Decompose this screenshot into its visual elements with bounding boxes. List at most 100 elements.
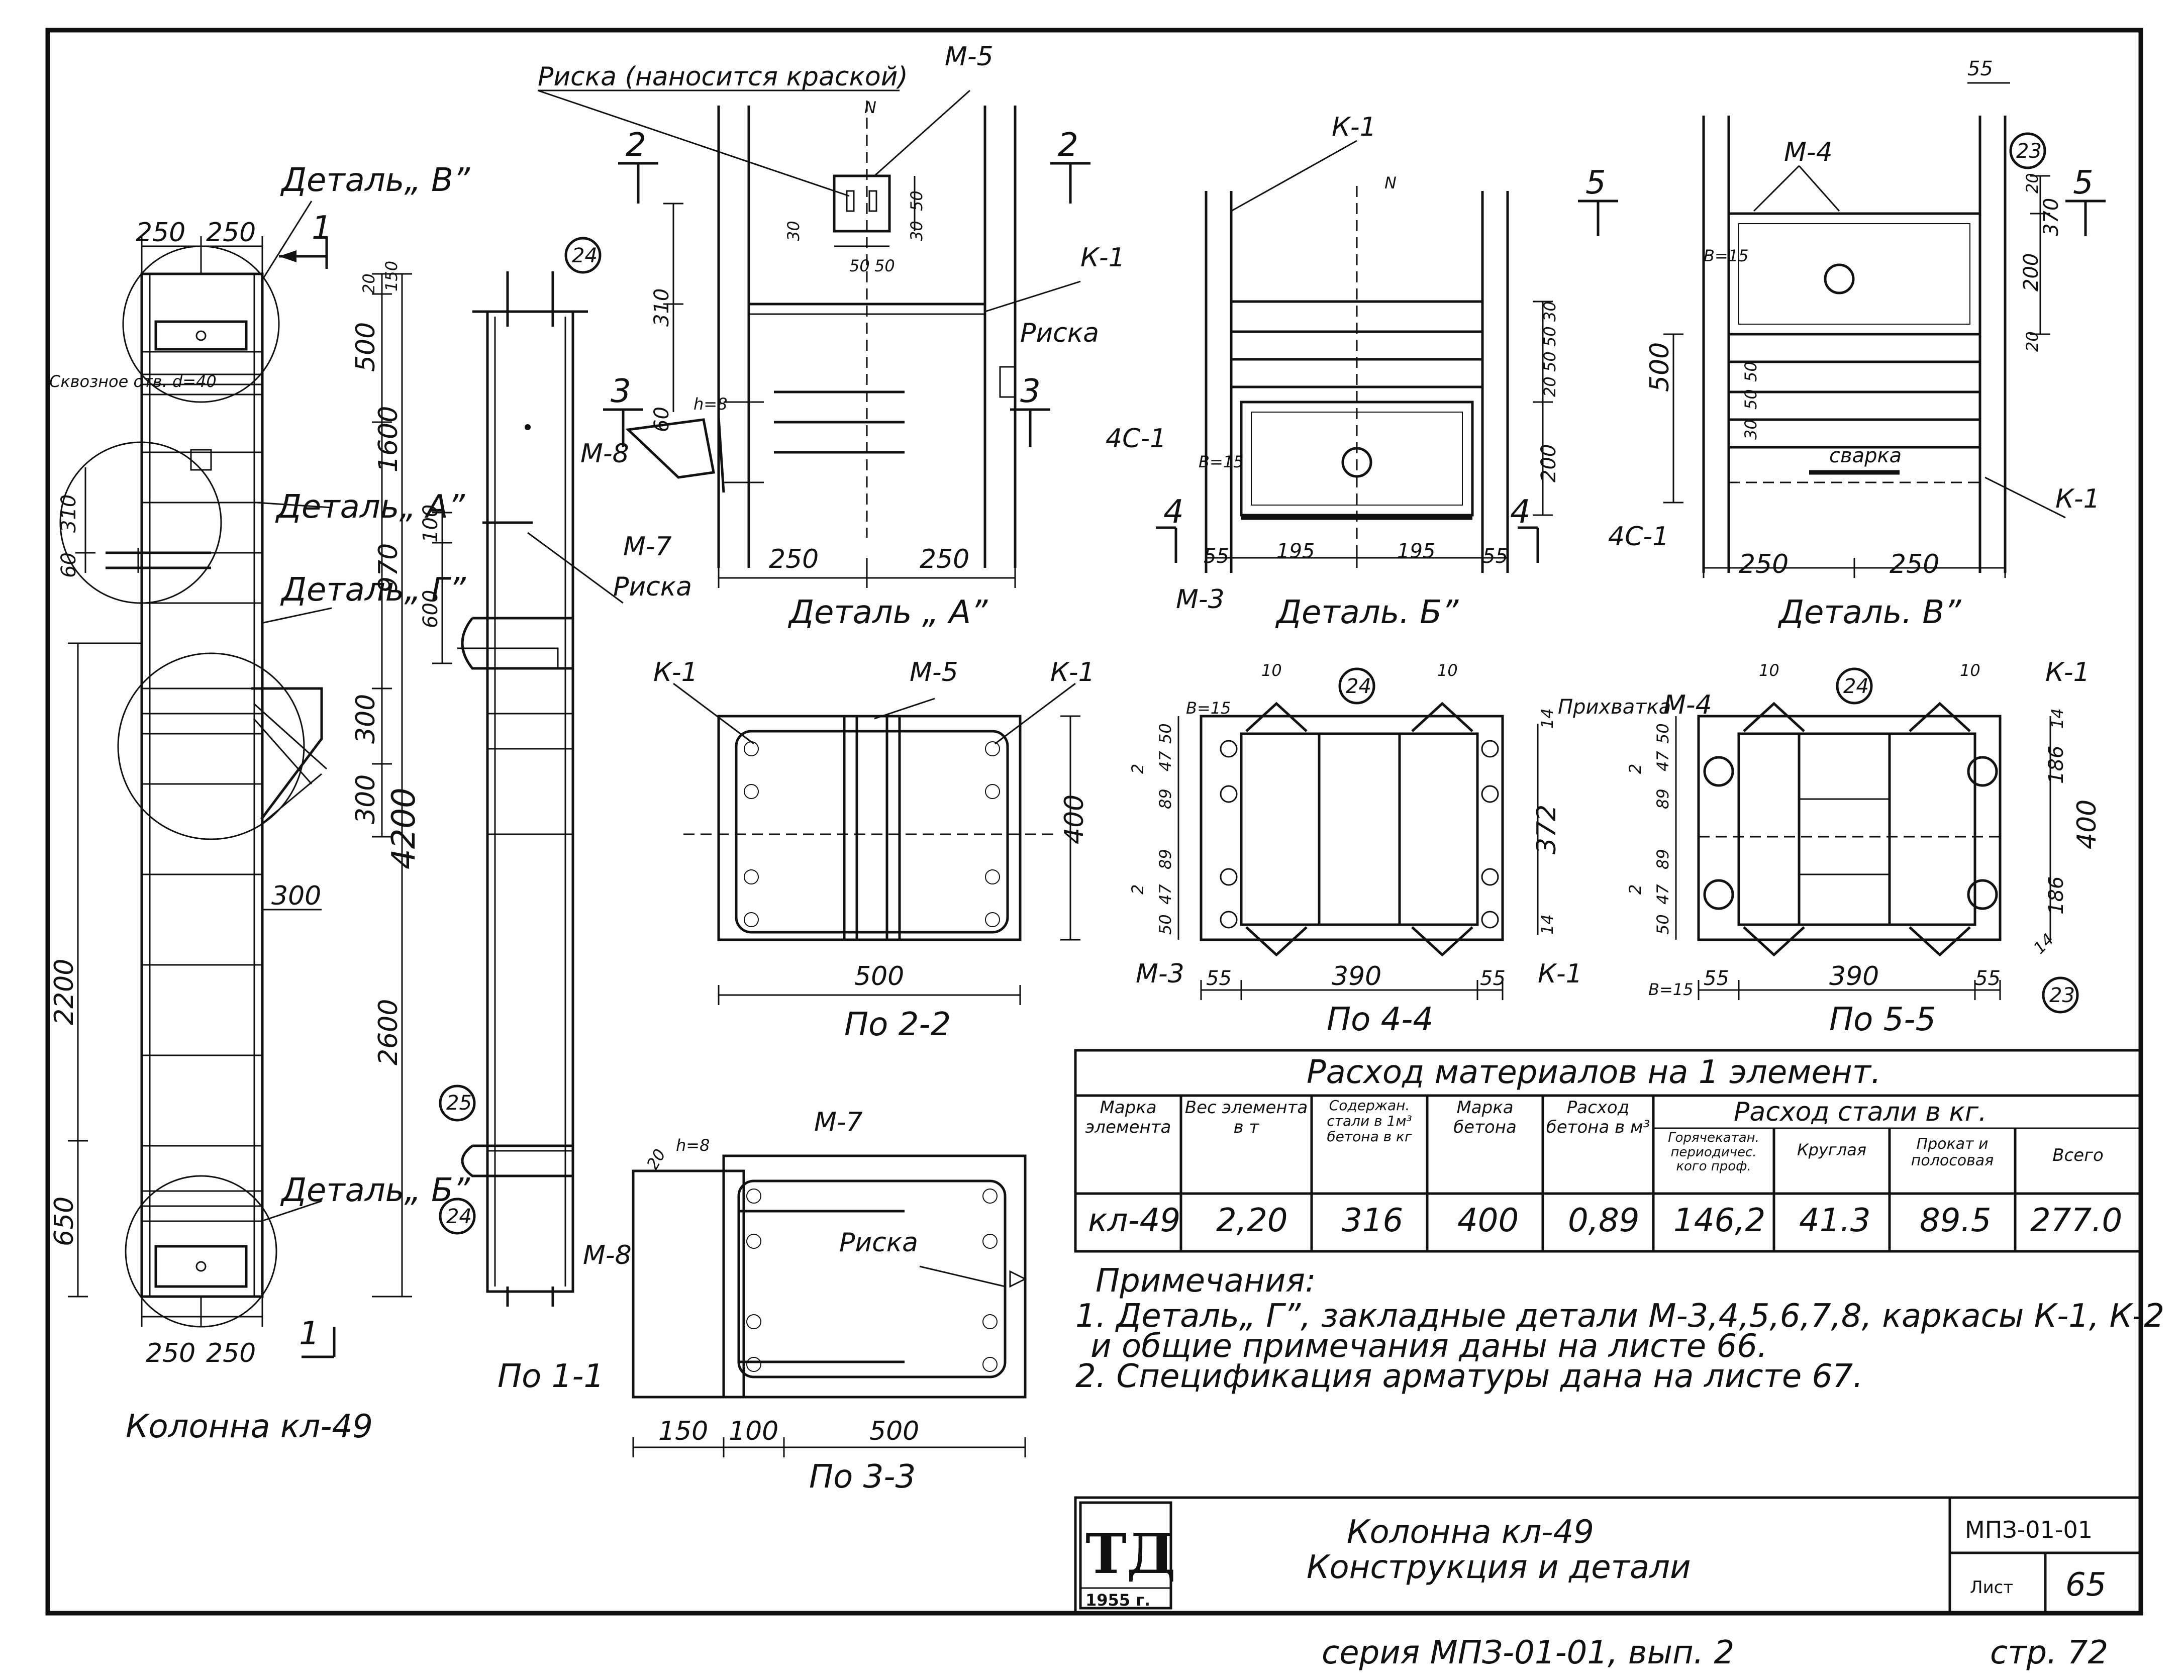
pos-bubble-24-d bbox=[1836, 667, 1873, 705]
label-sec4-a: 4 bbox=[1163, 493, 1184, 531]
label-m4-b: М-4 bbox=[1663, 690, 1712, 720]
th-marka-betona: Марка бетона bbox=[1453, 1098, 1517, 1138]
dim-50-s55a: 50 bbox=[1653, 723, 1672, 744]
label-riska-note: Риска (наносится краской) bbox=[538, 62, 908, 92]
label-k1-e: К-1 bbox=[1050, 657, 1095, 687]
dim-14-d: 14 bbox=[2030, 930, 2058, 958]
detail-a-title: Деталь „ А” bbox=[787, 594, 988, 631]
dim-50-e: 50 bbox=[1540, 351, 1559, 372]
notes-title: Примечания: bbox=[1096, 1262, 1316, 1300]
dim-390-a: 390 bbox=[1332, 961, 1381, 992]
th-raskhod-betona: Расход бетона в м³ bbox=[1546, 1098, 1650, 1138]
dim-2-s44a: 2 bbox=[1128, 764, 1147, 774]
section-1-1-title: По 1-1 bbox=[498, 1358, 604, 1395]
label-m3-b: М-3 bbox=[1136, 959, 1184, 989]
section-3-3-title: По 3-3 bbox=[809, 1458, 916, 1496]
dim-1600: 1600 bbox=[373, 406, 404, 472]
dim-300-v2: 300 bbox=[351, 774, 381, 824]
title-sheet-label: Лист bbox=[1970, 1577, 2013, 1598]
dim-250-d: 250 bbox=[206, 1338, 256, 1368]
label-riska-b: Риска bbox=[613, 572, 692, 602]
td-marka-betona: 400 bbox=[1457, 1202, 1519, 1239]
dim-372: 372 bbox=[1532, 805, 1562, 854]
label-k1-c: К-1 bbox=[2055, 484, 2100, 514]
drawing-text: Деталь„ В” Сквозное отв. d=40 Деталь„ А”… bbox=[49, 42, 2102, 1496]
column-elevation bbox=[59, 236, 412, 1358]
dim-50-s44a: 50 bbox=[1156, 723, 1175, 744]
section-4-4 bbox=[1177, 702, 1539, 1000]
dim-100-s11: 100 bbox=[419, 505, 442, 543]
section-5-5 bbox=[1675, 702, 2051, 1000]
dim-2-s55b: 2 bbox=[1626, 884, 1645, 895]
label-b15-a: В=15 bbox=[1199, 452, 1243, 471]
detail-b bbox=[1156, 186, 1553, 573]
title-year: 1955 г. bbox=[1085, 1591, 1150, 1610]
dim-20-v: 20 bbox=[2023, 173, 2042, 193]
label-riska-a: Риска bbox=[1020, 318, 1099, 348]
dim-195-a: 195 bbox=[1276, 540, 1315, 563]
dim-195-b: 195 bbox=[1397, 540, 1435, 563]
notes-line-1: 1. Деталь„ Г”, закладные детали М-3,4,5,… bbox=[1075, 1298, 2164, 1335]
dim-150-v: 150 bbox=[382, 261, 401, 291]
pos-bubble-23-b bbox=[2042, 976, 2079, 1014]
dim-50-v2: 50 bbox=[1741, 389, 1760, 410]
dim-20-c: 20 bbox=[1540, 376, 1559, 397]
label-k1-d: К-1 bbox=[653, 657, 698, 687]
label-n-a: N bbox=[864, 98, 876, 117]
dim-250-b: 250 bbox=[206, 218, 256, 248]
dim-14-c: 14 bbox=[2048, 708, 2067, 729]
dim-89-s55a: 89 bbox=[1653, 788, 1672, 809]
dim-50-c: 50 bbox=[874, 256, 895, 275]
dim-186-a: 186 bbox=[2045, 746, 2068, 784]
dim-89-s44b: 89 bbox=[1156, 849, 1175, 869]
dim-30-a: 30 bbox=[784, 221, 803, 241]
th-vsego: Всего bbox=[2052, 1146, 2104, 1165]
title-name-1: Колонна кл-49 bbox=[1347, 1514, 1594, 1551]
pos-bubble-24-c bbox=[1338, 667, 1375, 705]
title-logo: ТД bbox=[1085, 1521, 1176, 1586]
label-sec1-a: 1 bbox=[312, 210, 332, 247]
label-k1-b: К-1 bbox=[1332, 112, 1376, 142]
dim-500-a: 500 bbox=[854, 961, 904, 992]
pos-24-b: 24 bbox=[446, 1205, 472, 1228]
pos-25: 25 bbox=[446, 1092, 472, 1115]
dim-30-v: 30 bbox=[1741, 419, 1760, 440]
dim-250-a: 250 bbox=[136, 218, 185, 248]
dim-60-a: 60 bbox=[650, 407, 673, 432]
detail-a bbox=[538, 89, 1090, 588]
label-k1-f: К-1 bbox=[1538, 959, 1582, 989]
dim-14-b: 14 bbox=[1538, 914, 1557, 935]
td-goryachekatan: 146,2 bbox=[1673, 1202, 1765, 1239]
th-raskhod-stali: Расход стали в кг. bbox=[1734, 1097, 1987, 1127]
dim-186-b: 186 bbox=[2045, 876, 2068, 915]
pos-bubble-24-b bbox=[439, 1198, 476, 1235]
pos-24-d: 24 bbox=[1843, 675, 1869, 698]
notes-line-3: 2. Спецификация арматуры дана на листе 6… bbox=[1075, 1358, 1863, 1395]
label-sec2-b: 2 bbox=[1058, 127, 1078, 164]
td-vsego: 277.0 bbox=[2030, 1202, 2122, 1239]
dim-500-v: 500 bbox=[351, 322, 381, 372]
label-h8-b: h=8 bbox=[676, 1136, 710, 1155]
label-m7-a: М-7 bbox=[623, 532, 672, 562]
dim-55-d: 55 bbox=[1206, 967, 1232, 990]
dim-20-v2: 20 bbox=[2023, 331, 2042, 352]
vertical-dims: 20 150 500 1600 310 60 970 300 300 4200 … bbox=[49, 173, 2102, 1246]
pos-bubble-24-a bbox=[564, 237, 602, 274]
materials-table bbox=[1074, 1049, 2142, 1253]
dim-55-a: 55 bbox=[1204, 545, 1229, 568]
td-marka: кл-49 bbox=[1088, 1202, 1180, 1239]
dim-14-a: 14 bbox=[1538, 708, 1557, 729]
title-series: МПЗ-01-01 bbox=[1965, 1516, 2093, 1543]
label-m8-b: М-8 bbox=[583, 1240, 632, 1270]
pos-23-b: 23 bbox=[2049, 984, 2075, 1007]
leader-lines bbox=[256, 89, 2066, 1288]
label-prikhvatka: Прихватка bbox=[1558, 696, 1671, 719]
label-sec5-a: 5 bbox=[1585, 164, 1606, 202]
dim-47-s44b: 47 bbox=[1156, 884, 1175, 905]
dim-10-a: 10 bbox=[1261, 661, 1282, 680]
detail-circle-a bbox=[59, 441, 222, 604]
pos-24-c: 24 bbox=[1346, 675, 1371, 698]
label-c1-b: 4С-1 bbox=[1608, 522, 1669, 552]
label-m5-a: М-5 bbox=[945, 42, 994, 72]
td-ves: 2,20 bbox=[1216, 1202, 1288, 1239]
